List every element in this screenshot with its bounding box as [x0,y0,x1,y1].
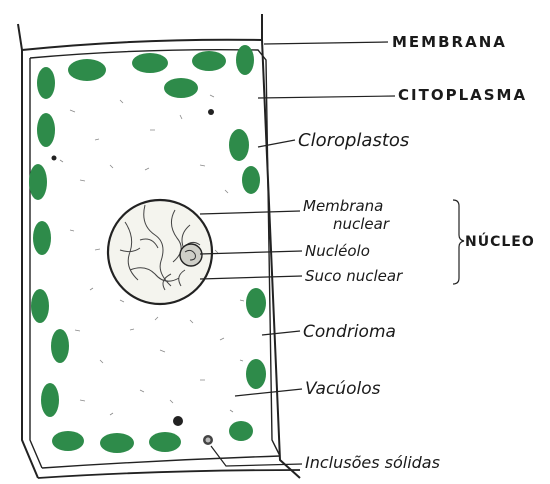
label-membrana-nuclear-1: Membrana [303,197,383,215]
nucleolus-icon [180,244,202,266]
label-nucleolo: Nucléolo [305,242,370,260]
label-suco-nuclear: Suco nuclear [305,267,403,285]
chloroplast-icon [229,421,253,441]
chloroplast-icon [192,51,226,71]
chloroplast-icon [236,45,254,75]
chloroplast-icon [132,53,168,73]
chloroplast-icon [33,221,51,255]
label-citoplasma: CITOPLASMA [398,86,527,104]
chloroplast-icon [242,166,260,194]
chloroplast-icon [41,383,59,417]
chloroplast-icon [229,129,249,161]
label-membrana-nuclear-2: nuclear [333,215,390,233]
label-membrana: MEMBRANA [392,33,507,51]
chloroplast-icon [149,432,181,452]
chloroplast-icon [29,164,47,200]
labels: MEMBRANA CITOPLASMA Cloroplastos Membran… [298,33,535,472]
chloroplast-icon [51,329,69,363]
chloroplast-icon [164,78,198,98]
label-inclusoes-solidas: Inclusões sólidas [305,453,440,472]
label-condrioma: Condrioma [303,322,396,342]
chloroplast-icon [246,359,266,389]
label-cloroplastos: Cloroplastos [298,130,409,151]
chloroplast-icon [37,113,55,147]
chloroplast-icon [68,59,106,81]
chloroplast-icon [52,431,84,451]
chloroplast-icon [31,289,49,323]
label-vacuolos: Vacúolos [305,379,381,399]
nucleus-icon [108,200,212,304]
chloroplast-icon [100,433,134,453]
label-nucleo: NÚCLEO [465,232,535,250]
chloroplast-icon [246,288,266,318]
chloroplast-icon [37,67,55,99]
